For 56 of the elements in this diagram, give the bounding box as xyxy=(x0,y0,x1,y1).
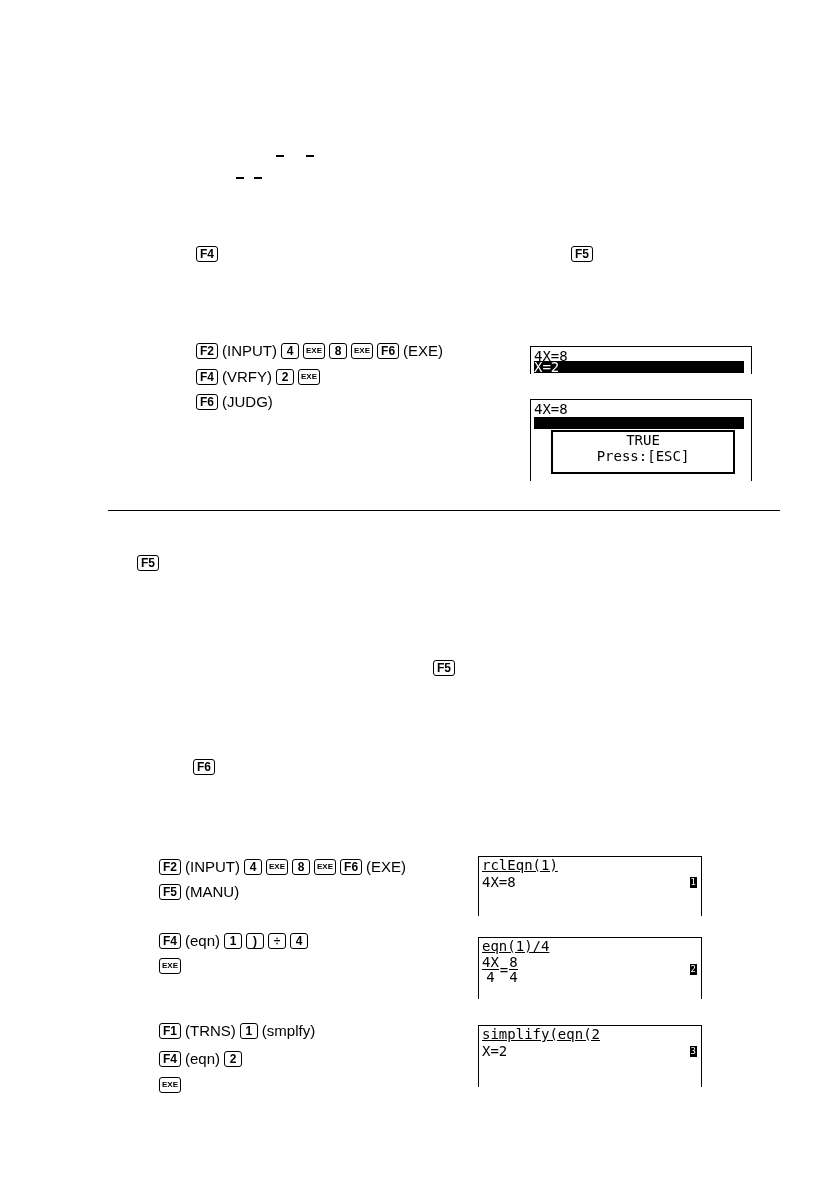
key-cap: ÷ xyxy=(268,932,287,949)
key-cap: F4 xyxy=(159,932,181,949)
key-function-text: (EXE) xyxy=(366,858,407,875)
key-function-text: (VRFY) xyxy=(222,368,272,385)
key-cap: F4 xyxy=(196,246,218,262)
key-cap: EXE xyxy=(303,342,326,359)
key-cap: F5 xyxy=(571,246,593,262)
key-function-text: (eqn) xyxy=(185,932,221,949)
key-cap: EXE xyxy=(159,1077,181,1093)
screen-text: rclEqn(1) xyxy=(482,857,558,873)
line-number: 2 xyxy=(689,964,697,975)
screen-text: X=2 xyxy=(482,1043,508,1059)
message-text: TRUE xyxy=(625,432,661,448)
key-function-text: (INPUT) xyxy=(222,342,277,359)
key-cap: F2 xyxy=(159,858,181,875)
key-cap: 8 xyxy=(292,858,311,875)
key-function-text: (eqn) xyxy=(185,1050,221,1067)
key-cap: EXE xyxy=(351,342,374,359)
key-cap: F4 xyxy=(159,1050,181,1067)
key-cap: 1 xyxy=(239,1022,258,1039)
key-cap: 1 xyxy=(224,932,243,949)
key-cap: EXE xyxy=(266,858,289,875)
screen-text: eqn(1)/4 xyxy=(482,938,550,954)
screen-text: X=2 xyxy=(534,361,744,373)
key-cap: 2 xyxy=(276,368,294,385)
key-cap: 4 xyxy=(281,342,299,359)
key-cap: EXE xyxy=(298,368,321,385)
key-cap: 4 xyxy=(290,932,309,949)
key-function-text: (EXE) xyxy=(403,342,444,359)
key-cap: EXE xyxy=(159,958,181,974)
key-cap: ) xyxy=(246,932,265,949)
screen-text: 4X=8 xyxy=(482,874,516,890)
key-cap: F5 xyxy=(159,883,181,900)
line-number: 1 xyxy=(689,877,697,888)
key-cap: F4 xyxy=(196,368,218,385)
screen-text: 4X=8 xyxy=(534,401,568,417)
message-text: Press:[ESC] xyxy=(595,448,691,464)
key-function-text: (MANU) xyxy=(185,883,240,900)
key-cap: F6 xyxy=(377,342,400,359)
key-cap: F5 xyxy=(137,555,159,571)
key-cap: F6 xyxy=(340,858,363,875)
key-cap: F6 xyxy=(193,759,215,775)
key-function-text: (INPUT) xyxy=(185,858,240,875)
key-cap: F2 xyxy=(196,342,218,359)
key-cap: F1 xyxy=(159,1022,181,1039)
key-cap: 8 xyxy=(329,342,348,359)
key-cap: F5 xyxy=(433,660,455,676)
key-function-text: (JUDG) xyxy=(222,393,273,410)
line-number: 3 xyxy=(689,1046,697,1057)
key-function-text: (TRNS) xyxy=(185,1022,236,1039)
key-cap: F6 xyxy=(196,393,218,410)
key-cap: 2 xyxy=(224,1050,243,1067)
screen-text: simplify(eqn(2 xyxy=(482,1026,600,1042)
key-function-text: (smplfy) xyxy=(261,1022,316,1039)
key-cap: EXE xyxy=(314,858,337,875)
key-cap: 4 xyxy=(244,858,262,875)
